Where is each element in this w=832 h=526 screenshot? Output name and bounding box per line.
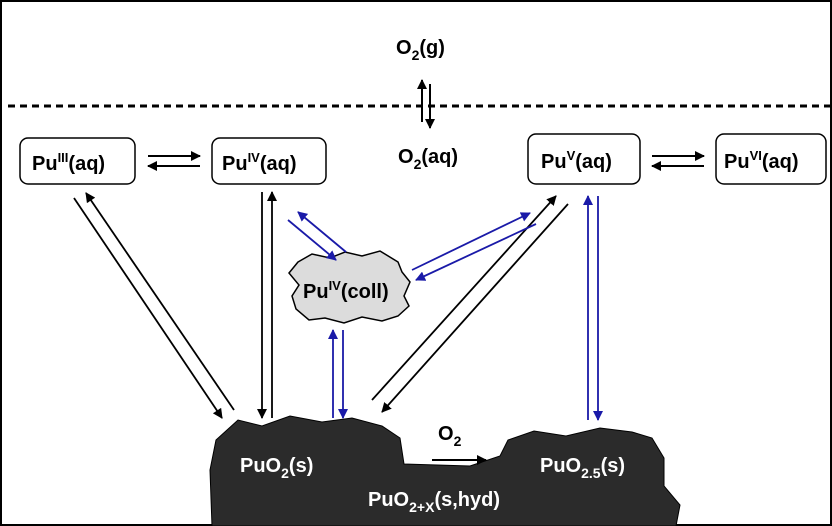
colloid-to-puo2-arrows — [328, 329, 348, 419]
pu-iii-to-puo2-arrows — [73, 192, 235, 419]
pu-iv-aq-box: PuIV(aq) — [211, 137, 327, 185]
puo25-solid-label: PuO2.5(s) — [540, 455, 625, 481]
pu-v-to-puo25-arrows — [583, 195, 603, 421]
pu-v-to-puo2-arrows — [371, 195, 569, 413]
o2-exchange-arrows — [417, 79, 435, 129]
svg-text:PuV(aq): PuV(aq) — [541, 148, 612, 173]
puo2x-hydrated-label: PuO2+X(s,hyd) — [368, 489, 500, 515]
pu-iii-aq-box: PuIII(aq) — [19, 137, 136, 185]
pu-iii-iv-equilibrium — [147, 151, 201, 171]
colloid-to-pu-v-arrows — [411, 212, 537, 281]
pu-iv-to-puo2-arrows — [257, 191, 277, 419]
o2-aq-label: O2(aq) — [398, 146, 458, 172]
pu-vi-aq-box: PuVI(aq) — [715, 133, 827, 185]
pu-v-aq-box: PuV(aq) — [527, 133, 641, 185]
pu-v-vi-equilibrium — [651, 151, 705, 171]
o2-gas-label: O2(g) — [396, 37, 445, 63]
oxidation-o2-label: O2 — [438, 423, 462, 449]
pu-iv-to-colloid-arrows — [287, 211, 347, 261]
svg-text:PuIII(aq): PuIII(aq) — [32, 150, 105, 175]
svg-text:PuIV(aq): PuIV(aq) — [222, 150, 297, 175]
puo2-solid-label: PuO2(s) — [240, 455, 313, 481]
pu-iv-colloid: PuIV(coll) — [288, 250, 411, 324]
svg-text:PuVI(aq): PuVI(aq) — [724, 148, 799, 173]
svg-text:PuIV(coll): PuIV(coll) — [303, 278, 389, 303]
